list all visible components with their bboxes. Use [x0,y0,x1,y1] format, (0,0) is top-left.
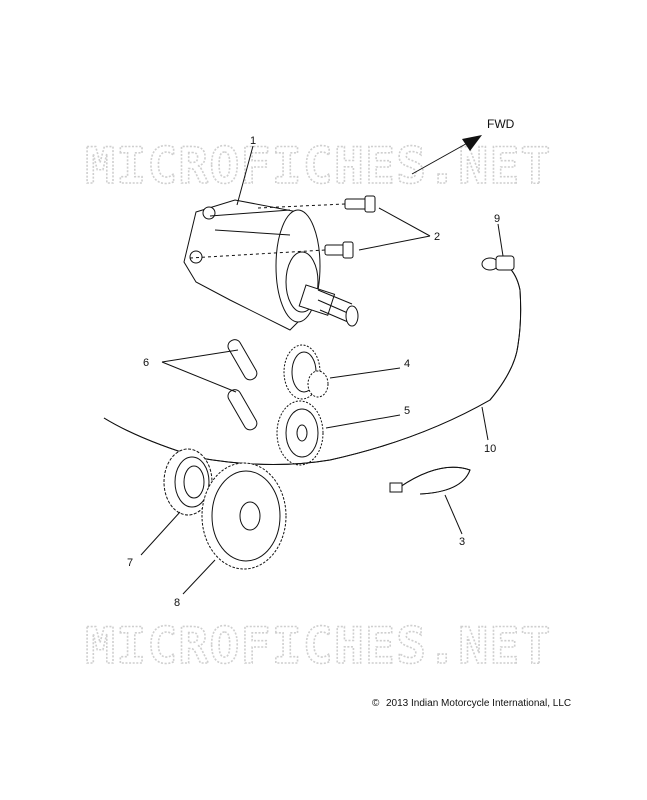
copyright-symbol: © [372,698,380,709]
watermark-bottom: MICROFICHES.NET [85,617,552,675]
starter-motor [183,199,359,331]
leader-3 [444,494,463,535]
callout-1: 1 [250,135,256,147]
starter-gear-8 [201,462,287,570]
watermark-top: MICROFICHES.NET [85,137,552,195]
fwd-arrow-icon [411,135,482,175]
callout-7: 7 [127,557,133,569]
leader-8 [182,559,216,595]
callout-6: 6 [143,357,149,369]
callout-5: 5 [404,405,410,417]
leader-4 [329,367,401,379]
leader-5 [325,414,401,429]
callout-2: 2 [434,231,440,243]
leader-2b [358,235,431,251]
gear-5 [276,400,324,466]
callout-8: 8 [174,597,180,609]
bolts [189,195,376,259]
idler-gear-4 [283,344,329,400]
cable-tie-3 [389,466,471,495]
leader-10 [481,406,489,441]
fwd-label: FWD [487,117,515,131]
leader-6a [161,349,239,363]
callout-9: 9 [494,213,500,225]
callout-10: 10 [484,443,496,455]
leader-9 [497,223,504,257]
callout-4: 4 [404,358,410,370]
callout-3: 3 [459,536,465,548]
copyright-text: 2013 Indian Motorcycle International, LL… [386,698,571,709]
leader-6b [161,361,237,393]
leader-2a [378,207,431,237]
dowel-pins [227,339,258,431]
hose-fitting-9 [481,255,515,271]
leader-7 [140,511,181,556]
leader-1 [236,145,254,206]
